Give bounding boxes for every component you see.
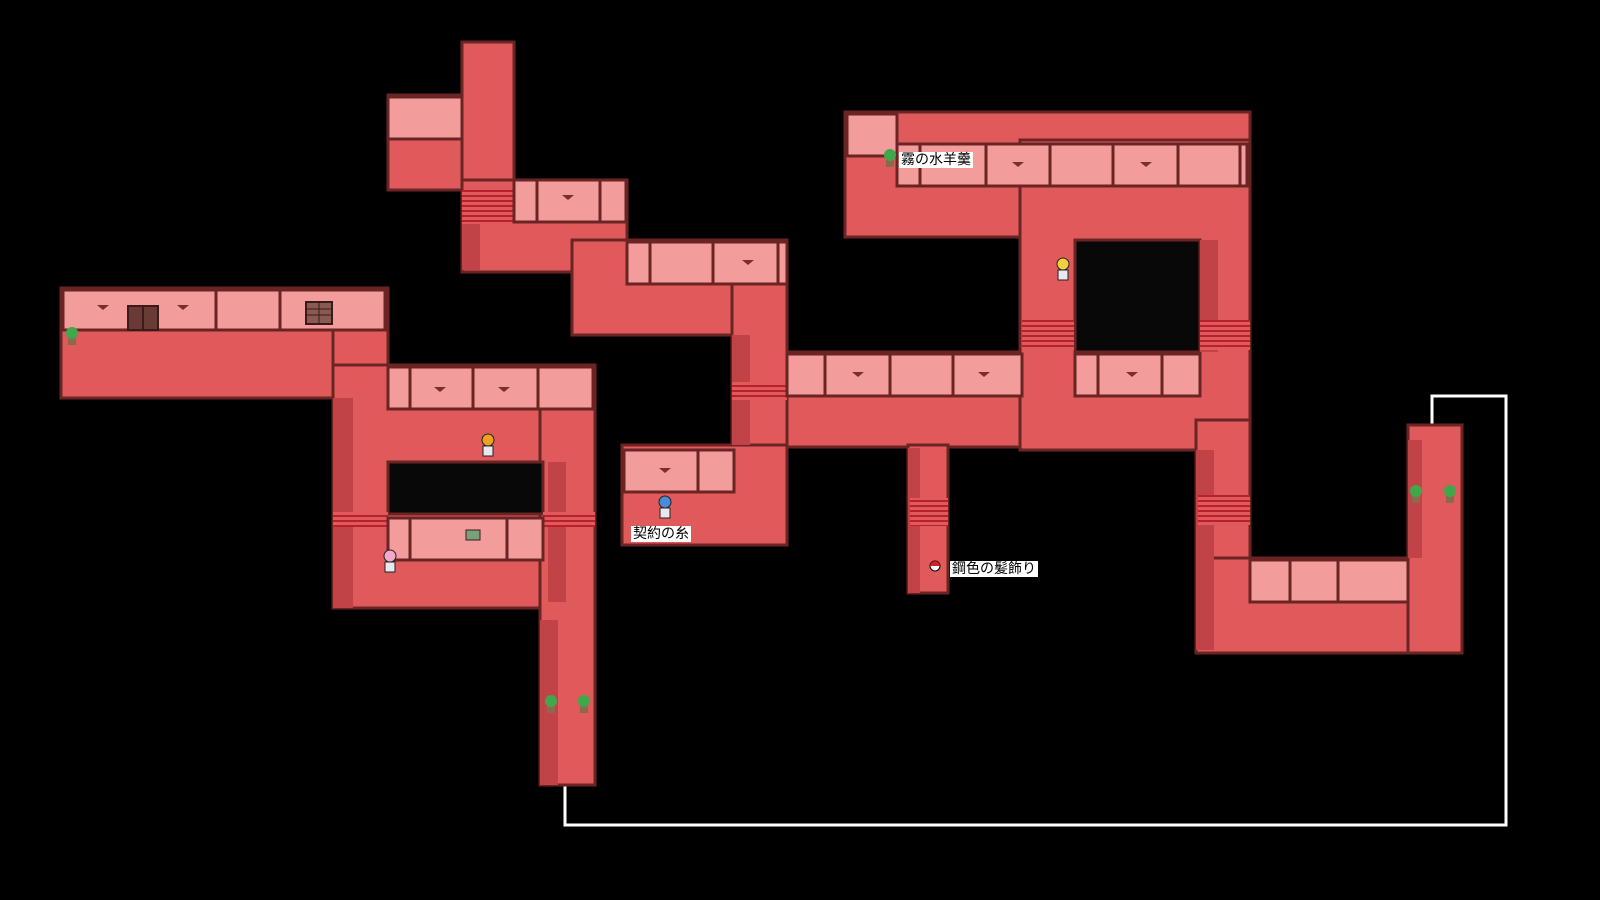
wall-ornaments	[97, 162, 1152, 473]
plant-icon[interactable]	[578, 695, 590, 713]
plant-icon[interactable]	[1410, 485, 1422, 503]
npc-blue[interactable]	[658, 495, 672, 519]
item-ball-icon[interactable]	[929, 560, 941, 572]
wall-dividers	[214, 144, 1340, 602]
shutter-lines	[306, 302, 332, 324]
npc-orange[interactable]	[481, 433, 495, 457]
stairs	[333, 190, 1250, 527]
plant-icon[interactable]	[1444, 485, 1456, 503]
route-line	[563, 394, 1508, 827]
floor	[59, 40, 1464, 787]
pit	[386, 460, 545, 516]
item-label-hagane: 鋼色の髪飾り	[950, 561, 1038, 577]
item-label-keiyaku: 契約の糸	[631, 526, 691, 542]
npc-yellow[interactable]	[1056, 257, 1070, 281]
item-label-kiri: 霧の水羊羹	[899, 152, 973, 168]
sign-icon[interactable]	[465, 529, 481, 541]
plant-icon[interactable]	[66, 327, 78, 345]
plant-icon[interactable]	[545, 695, 557, 713]
pit	[1073, 238, 1202, 354]
plant-icon[interactable]	[884, 149, 896, 167]
sprites	[66, 149, 1456, 713]
npc-pink[interactable]	[383, 549, 397, 573]
